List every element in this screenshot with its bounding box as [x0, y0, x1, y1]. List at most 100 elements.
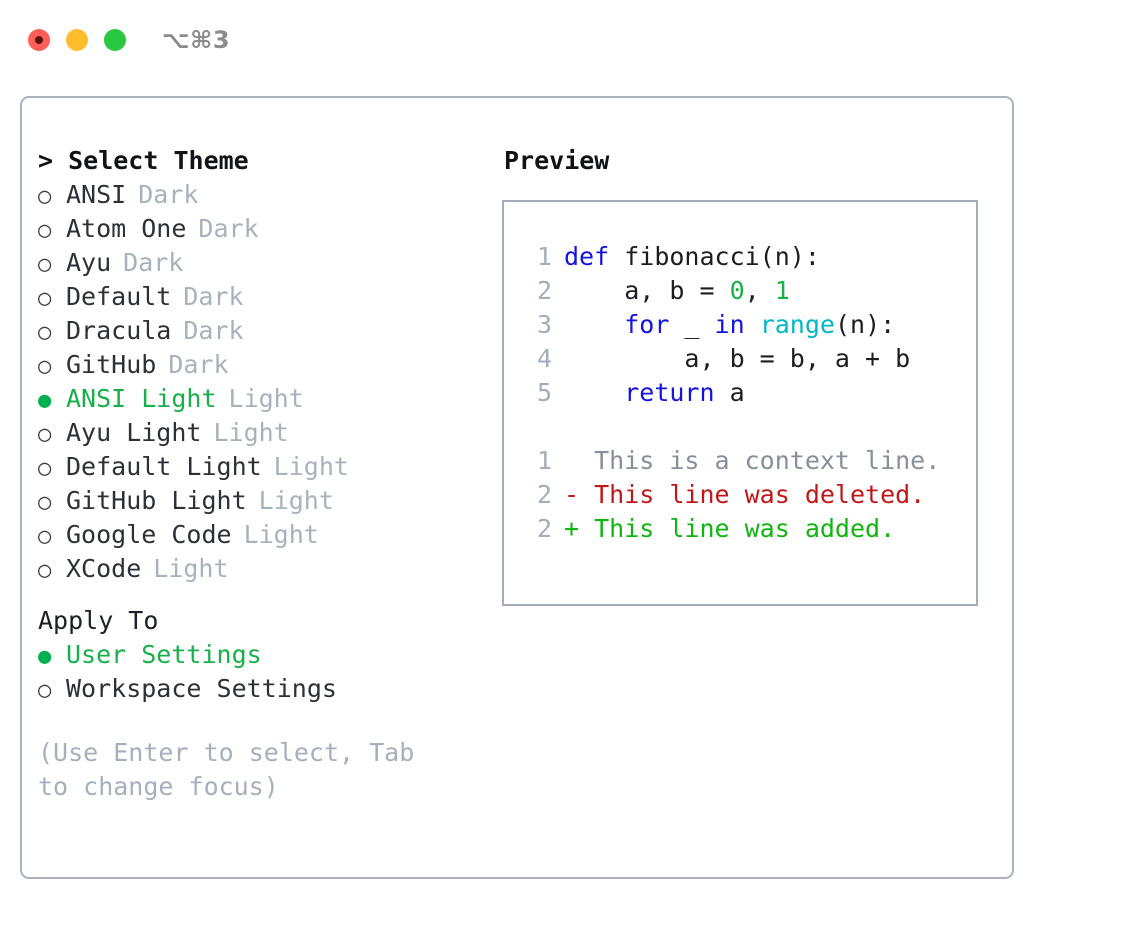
title-bar: ⌥⌘3 — [0, 0, 1140, 80]
list-item[interactable]: ● User Settings — [38, 638, 488, 672]
list-item-label: Workspace Settings — [66, 674, 337, 703]
list-item-label: Ayu Light — [66, 418, 202, 447]
list-item[interactable]: ○ GitHub Dark — [38, 348, 488, 382]
diff-line: 1 This is a context line. — [518, 444, 976, 478]
code-token: a, b = — [564, 276, 730, 305]
line-number: 2 — [536, 514, 552, 543]
apply-to-heading: Apply To — [38, 606, 159, 635]
radio-unselected-icon[interactable]: ○ — [38, 184, 52, 209]
radio-unselected-icon[interactable]: ○ — [38, 524, 52, 549]
code-token: _ — [669, 310, 715, 339]
radio-unselected-icon[interactable]: ○ — [38, 354, 52, 379]
list-item-label: Dracula — [66, 316, 172, 345]
list-item[interactable]: ○ XCode Light — [38, 552, 488, 586]
code-token: in — [714, 310, 745, 339]
code-line: 3 for _ in range(n): — [518, 308, 976, 342]
theme-variant-badge: Dark — [183, 316, 244, 345]
code-token: range — [759, 310, 835, 339]
theme-variant-badge: Light — [258, 486, 334, 515]
list-item[interactable]: ○ Default Light Light — [38, 450, 488, 484]
code-token: fibonacci(n): — [624, 242, 820, 271]
list-item-label: GitHub — [66, 350, 157, 379]
code-token: (n): — [834, 310, 896, 339]
list-item-label: XCode — [66, 554, 142, 583]
code-text: def fibonacci(n): — [564, 240, 820, 274]
code-line: 4 a, b = b, a + b — [518, 342, 976, 376]
radio-unselected-icon[interactable]: ○ — [38, 456, 52, 481]
line-number: 1 — [536, 446, 552, 475]
diff-sample: 1 This is a context line.2- This line wa… — [518, 444, 976, 546]
window-controls — [28, 29, 126, 51]
list-item[interactable]: ○ Ayu Light Light — [38, 416, 488, 450]
radio-unselected-icon[interactable]: ○ — [38, 320, 52, 345]
list-item[interactable]: ○ Dracula Dark — [38, 314, 488, 348]
theme-variant-badge: Dark — [123, 248, 184, 277]
minimize-icon[interactable] — [66, 29, 88, 51]
radio-unselected-icon[interactable]: ○ — [38, 558, 52, 583]
keyboard-shortcut-label: ⌥⌘3 — [162, 26, 231, 54]
theme-variant-badge: Light — [228, 384, 304, 413]
line-number: 2 — [536, 480, 552, 509]
apply-to-list[interactable]: ● User Settings ○ Workspace Settings — [38, 638, 488, 706]
code-token: for — [624, 310, 670, 339]
code-token — [564, 310, 624, 339]
theme-variant-badge: Light — [153, 554, 229, 583]
theme-variant-badge: Dark — [168, 350, 229, 379]
radio-unselected-icon[interactable]: ○ — [38, 252, 52, 277]
diff-text: This line was deleted. — [594, 480, 926, 509]
radio-unselected-icon[interactable]: ○ — [38, 490, 52, 515]
radio-unselected-icon[interactable]: ○ — [38, 218, 52, 243]
keyboard-hint-text: (Use Enter to select, Tab to change focu… — [38, 738, 430, 801]
close-icon[interactable] — [28, 29, 50, 51]
diff-text: This is a context line. — [594, 446, 941, 475]
code-token — [564, 378, 624, 407]
line-number: 2 — [536, 276, 552, 305]
radio-selected-icon[interactable]: ● — [38, 388, 52, 413]
diff-marker: - — [564, 480, 595, 509]
theme-variant-badge: Light — [213, 418, 289, 447]
list-item[interactable]: ○ Atom One Dark — [38, 212, 488, 246]
code-text: a, b = b, a + b — [564, 342, 910, 376]
code-token: a — [714, 378, 745, 407]
code-token: 1 — [774, 276, 790, 305]
code-token: def — [564, 242, 625, 271]
list-item-label: Atom One — [66, 214, 187, 243]
list-item-label: Google Code — [66, 520, 232, 549]
radio-unselected-icon[interactable]: ○ — [38, 286, 52, 311]
diff-marker — [564, 444, 594, 478]
select-theme-heading: > Select Theme — [38, 146, 249, 175]
code-text: for _ in range(n): — [564, 308, 895, 342]
list-item-label: ANSI — [66, 180, 127, 209]
list-item-label: ANSI Light — [66, 384, 217, 413]
list-item-label: Ayu — [66, 248, 112, 277]
code-token: a, b = b, a + b — [564, 344, 911, 373]
radio-selected-icon[interactable]: ● — [38, 644, 52, 669]
list-item[interactable]: ● ANSI Light Light — [38, 382, 488, 416]
list-item[interactable]: ○ Ayu Dark — [38, 246, 488, 280]
code-text: return a — [564, 376, 745, 410]
radio-unselected-icon[interactable]: ○ — [38, 422, 52, 447]
code-token — [745, 310, 760, 339]
theme-variant-badge: Light — [273, 452, 349, 481]
theme-variant-badge: Dark — [198, 214, 259, 243]
line-number: 4 — [536, 344, 552, 373]
list-item-label: Default Light — [66, 452, 262, 481]
list-item-label: User Settings — [66, 640, 262, 669]
list-item[interactable]: ○ Workspace Settings — [38, 672, 488, 706]
zoom-icon[interactable] — [104, 29, 126, 51]
radio-unselected-icon[interactable]: ○ — [38, 678, 52, 703]
code-token: , — [744, 276, 775, 305]
line-number: 5 — [536, 378, 552, 407]
